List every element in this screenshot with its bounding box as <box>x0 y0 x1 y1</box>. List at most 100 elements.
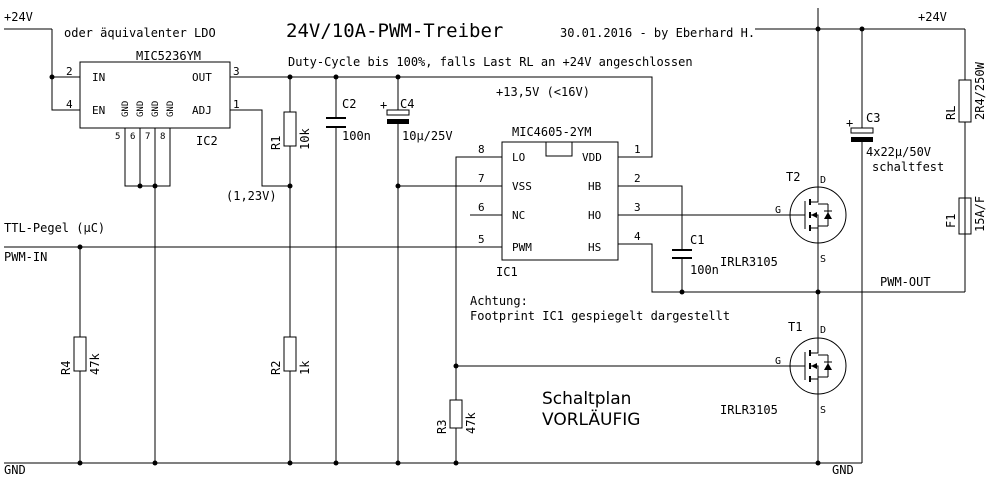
ic2-part: MIC5236YM <box>136 49 201 63</box>
resistor-r4 <box>73 336 87 372</box>
junction-dot <box>152 460 158 466</box>
ic1-ref: IC1 <box>496 265 518 279</box>
junction-dot <box>77 460 83 466</box>
junction-dot <box>395 74 401 80</box>
r4-ref: R4 <box>59 361 73 375</box>
ic2-ref: IC2 <box>196 134 218 148</box>
c2-ref: C2 <box>342 97 356 111</box>
junction-dot <box>333 74 339 80</box>
ic2-pin-num-4: 4 <box>66 98 73 111</box>
ic1-driver: MIC4605-2YM IC1 LO VSS NC PWM VDD HB HO … <box>470 125 641 279</box>
capacitor-c4-neg-plate <box>387 119 409 124</box>
ic2-regulator: MIC5236YM IC2 IN EN OUT ADJ GND GND GND … <box>66 49 240 148</box>
r2-value: 1k <box>298 360 312 375</box>
ic2-pin-gnd-8: GND <box>166 101 176 117</box>
t1-pin-g: G <box>775 356 781 367</box>
ic1-pin-lo: LO <box>512 151 525 164</box>
capacitor-c3 <box>850 127 874 134</box>
c2-value: 100n <box>342 129 371 143</box>
f1-value: 15A/F <box>973 196 987 232</box>
mosfet-t1: T1 D G S IRLR3105 <box>720 320 847 417</box>
ic2-pin-num-2: 2 <box>66 65 73 78</box>
net-pwm-in: PWM-IN <box>4 250 47 264</box>
ic2-pin-num-5: 5 <box>115 132 120 142</box>
ic1-pin-vdd: VDD <box>582 151 602 164</box>
r1-ref: R1 <box>269 136 283 150</box>
capacitor-c1 <box>672 249 692 259</box>
t1-pin-s: S <box>820 405 826 416</box>
ic1-pin-num-1: 1 <box>634 143 641 156</box>
r4-value: 47k <box>88 353 102 375</box>
ic1-pin-num-2: 2 <box>634 172 641 185</box>
status-line-1: Schaltplan <box>542 389 631 409</box>
ic1-pin-num-8: 8 <box>478 143 485 156</box>
status-line-2: VORLÄUFIG <box>542 409 640 430</box>
ic2-pin-num-7: 7 <box>145 132 150 142</box>
junction-dot <box>287 183 293 189</box>
f1-ref: F1 <box>944 214 958 228</box>
title-subtitle: Duty-Cycle bis 100%, falls Last RL an +2… <box>288 55 693 69</box>
c4-value: 10µ/25V <box>402 129 453 143</box>
resistor-r3 <box>449 399 463 429</box>
warning-line-2: Footprint IC1 gespiegelt dargestellt <box>470 309 730 323</box>
ic2-pin-adj: ADJ <box>192 104 212 117</box>
resistors: R1 10k R2 1k R3 47k R4 47k RL 2R4/250W <box>59 61 987 434</box>
annotations: 24V/10A-PWM-Treiber 30.01.2016 - by Eber… <box>4 10 947 477</box>
junction-dot <box>152 183 158 189</box>
ic2-pin-in: IN <box>92 71 105 84</box>
resistor-r2 <box>283 336 297 372</box>
c1-value: 100n <box>690 263 719 277</box>
rl-value: 2R4/250W <box>973 61 987 120</box>
ic2-pin-num-8: 8 <box>160 132 165 142</box>
junction-dot <box>679 289 685 295</box>
t1-part: IRLR3105 <box>720 403 778 417</box>
r1-value: 10k <box>298 128 312 150</box>
ic2-pin-out: OUT <box>192 71 212 84</box>
ic1-pin-num-5: 5 <box>478 233 485 246</box>
junction-dot <box>49 74 55 80</box>
t2-ref: T2 <box>786 170 800 184</box>
c1-ref: C1 <box>690 233 704 247</box>
junction-dot <box>395 460 401 466</box>
c3-plus: + <box>846 116 853 130</box>
junction-dot <box>815 460 821 466</box>
ic1-pin-num-7: 7 <box>478 172 485 185</box>
adj-voltage-note: (1,23V) <box>226 189 277 203</box>
warning-line-1: Achtung: <box>470 294 528 308</box>
c4-plus: + <box>380 98 387 112</box>
net-pwm-out: PWM-OUT <box>880 275 931 289</box>
capacitor-c3-neg-plate <box>851 137 873 142</box>
fuse-f1: F1 15A/F <box>944 196 987 235</box>
junction-dot <box>395 183 401 189</box>
capacitor-c2 <box>326 117 346 128</box>
ic2-pin-en: EN <box>92 104 105 117</box>
ic1-part: MIC4605-2YM <box>512 125 591 139</box>
net-supply-right: +24V <box>918 10 947 24</box>
title-date-author: 30.01.2016 - by Eberhard H. <box>560 26 755 40</box>
c3-value: 4x22µ/50V <box>866 145 931 159</box>
t2-part: IRLR3105 <box>720 255 778 269</box>
ic1-pin-ho: HO <box>588 209 601 222</box>
title-main: 24V/10A-PWM-Treiber <box>286 20 503 42</box>
wires <box>4 8 966 464</box>
t1-ref: T1 <box>788 320 802 334</box>
t2-pin-d: D <box>820 175 826 186</box>
r3-value: 47k <box>464 412 478 434</box>
t2-pin-g: G <box>775 205 781 216</box>
ic1-pin-num-4: 4 <box>634 230 641 243</box>
junction-dot <box>77 244 83 250</box>
ic1-pin-hb: HB <box>588 180 602 193</box>
capacitor-c4 <box>386 109 410 116</box>
ic1-body <box>501 141 619 261</box>
junction-dot <box>815 26 821 32</box>
c4-ref: C4 <box>400 97 414 111</box>
ldo-note: oder äquivalenter LDO <box>64 26 216 40</box>
ic2-pin-gnd-6: GND <box>136 101 146 117</box>
net-ground-right: GND <box>832 463 854 477</box>
ic1-pin-pwm: PWM <box>512 241 532 254</box>
rl-ref: RL <box>944 106 958 120</box>
resistor-rl-load <box>958 79 972 123</box>
ic1-pin-vss: VSS <box>512 180 532 193</box>
net-supply-left: +24V <box>4 10 33 24</box>
ic1-pin-num-3: 3 <box>634 201 641 214</box>
